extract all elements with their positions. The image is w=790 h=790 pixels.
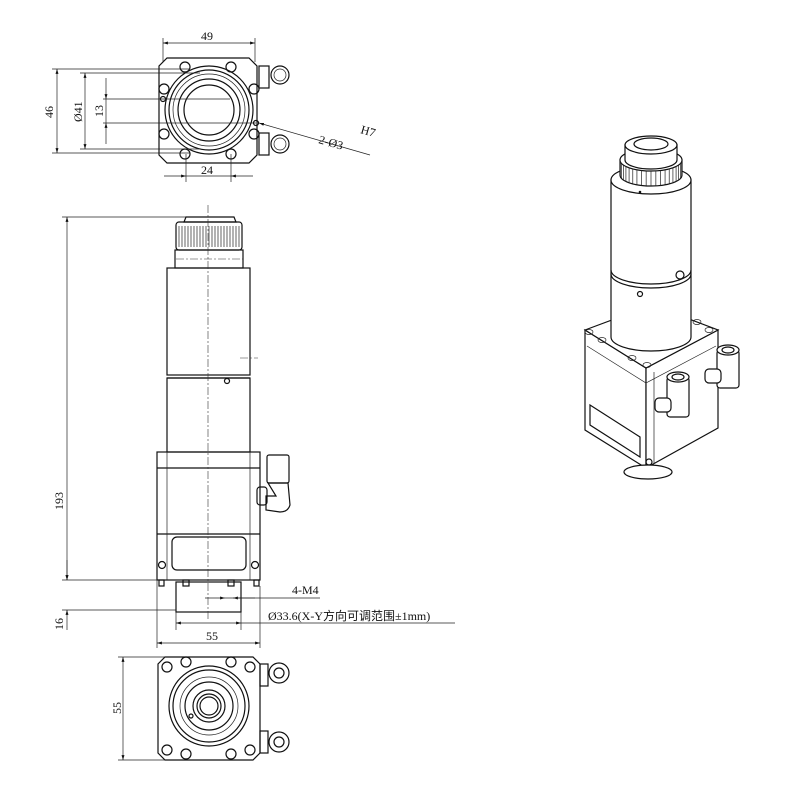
top-mount-holes: [158, 61, 260, 160]
iso-air-fitting-front: [654, 371, 690, 418]
iso-tube: [610, 179, 692, 352]
block-window: [171, 536, 247, 571]
iso-block-holes: [584, 319, 714, 368]
top-width-dim: 49: [201, 29, 213, 43]
bottom-mount-holes: [161, 656, 256, 760]
upper-tube: [166, 267, 251, 376]
top-air-fittings: [258, 65, 290, 156]
nozzle: [175, 581, 242, 613]
top-hole-spacing-dim: 24: [201, 163, 213, 177]
top-view: 49 46 Ø41 13 24 2-Ø3 H7: [42, 29, 377, 182]
thread-note: 4-M4: [292, 583, 319, 597]
iso-air-fitting-right: [704, 344, 740, 389]
iso-window: [589, 403, 641, 459]
pin-hole-note: 2-Ø3: [317, 132, 345, 152]
top-bore-dim: Ø41: [71, 101, 85, 122]
top-height-dim: 46: [42, 106, 56, 118]
nozzle-height-dim: 16: [52, 618, 66, 630]
bottom-air-fittings: [259, 662, 290, 754]
knurl-lines: [178, 226, 240, 247]
isometric-view: [583, 135, 740, 480]
side-air-fitting: [256, 454, 291, 513]
mount-block: [156, 451, 261, 581]
side-width-dim: 55: [206, 629, 218, 643]
diameter-note: Ø33.6(X-Y方向可调范围±1mm): [268, 608, 430, 623]
fit-note: H7: [359, 122, 377, 140]
lower-tube: [166, 377, 251, 453]
top-offset-dim: 13: [92, 105, 106, 117]
cap-top: [183, 216, 237, 223]
top-body-outline: [158, 57, 258, 164]
top-bore: [164, 65, 254, 155]
bottom-view: 55: [110, 656, 290, 761]
side-height-dim: 193: [52, 492, 66, 510]
bottom-height-dim: 55: [110, 702, 124, 714]
iso-knurl-lines: [619, 160, 683, 186]
bottom-bore: [168, 665, 250, 747]
side-view: 193 16 4-M4 Ø33.6(X-Y方向可调范围±1mm) 55: [52, 205, 455, 648]
bottom-body-outline: [157, 656, 261, 761]
